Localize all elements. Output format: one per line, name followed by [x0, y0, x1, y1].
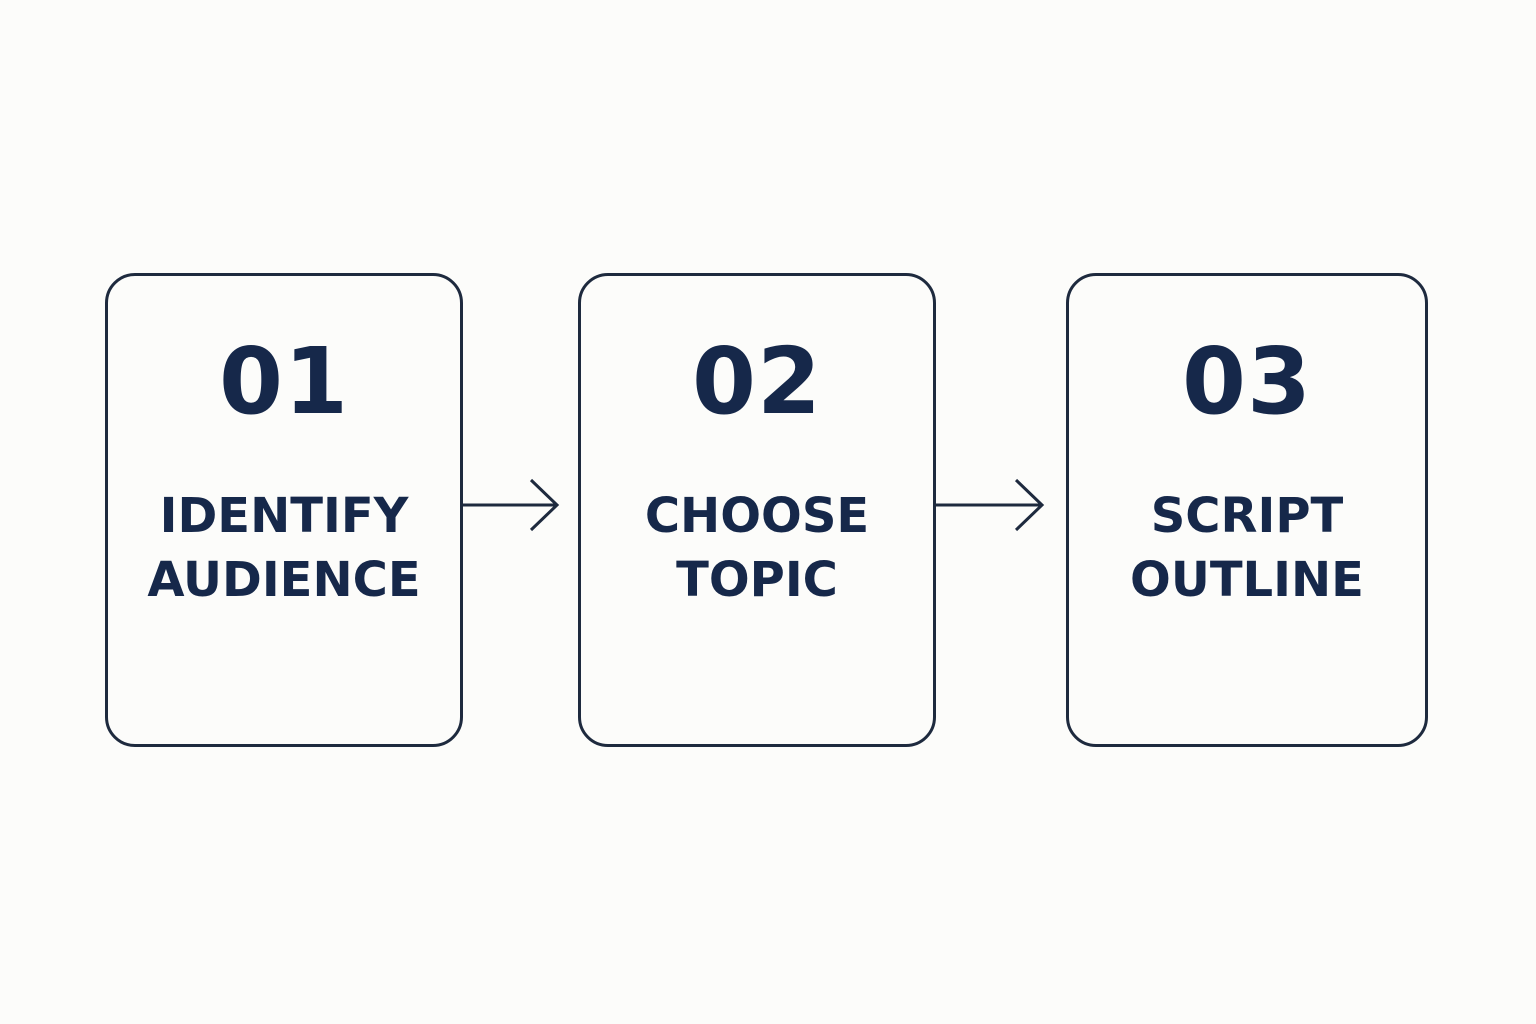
step-label-line: OUTLINE — [1130, 552, 1364, 608]
arrow-right-icon — [463, 478, 560, 532]
step-card-script-outline: 03 SCRIPT OUTLINE — [1066, 273, 1428, 747]
step-label: CHOOSE TOPIC — [581, 484, 933, 612]
step-number: 03 — [1181, 328, 1313, 435]
step-label-line: AUDIENCE — [147, 552, 421, 608]
step-label-line: CHOOSE — [644, 488, 870, 544]
step-number: 01 — [218, 328, 350, 435]
step-number: 02 — [691, 328, 823, 435]
step-card-choose-topic: 02 CHOOSE TOPIC — [578, 273, 936, 747]
step-label: SCRIPT OUTLINE — [1069, 484, 1425, 612]
step-label: IDENTIFY AUDIENCE — [108, 484, 460, 612]
arrow-right-icon — [936, 478, 1045, 532]
step-label-line: SCRIPT — [1150, 488, 1344, 544]
step-label-line: IDENTIFY — [159, 488, 409, 544]
step-label-line: TOPIC — [676, 552, 838, 608]
step-card-identify-audience: 01 IDENTIFY AUDIENCE — [105, 273, 463, 747]
